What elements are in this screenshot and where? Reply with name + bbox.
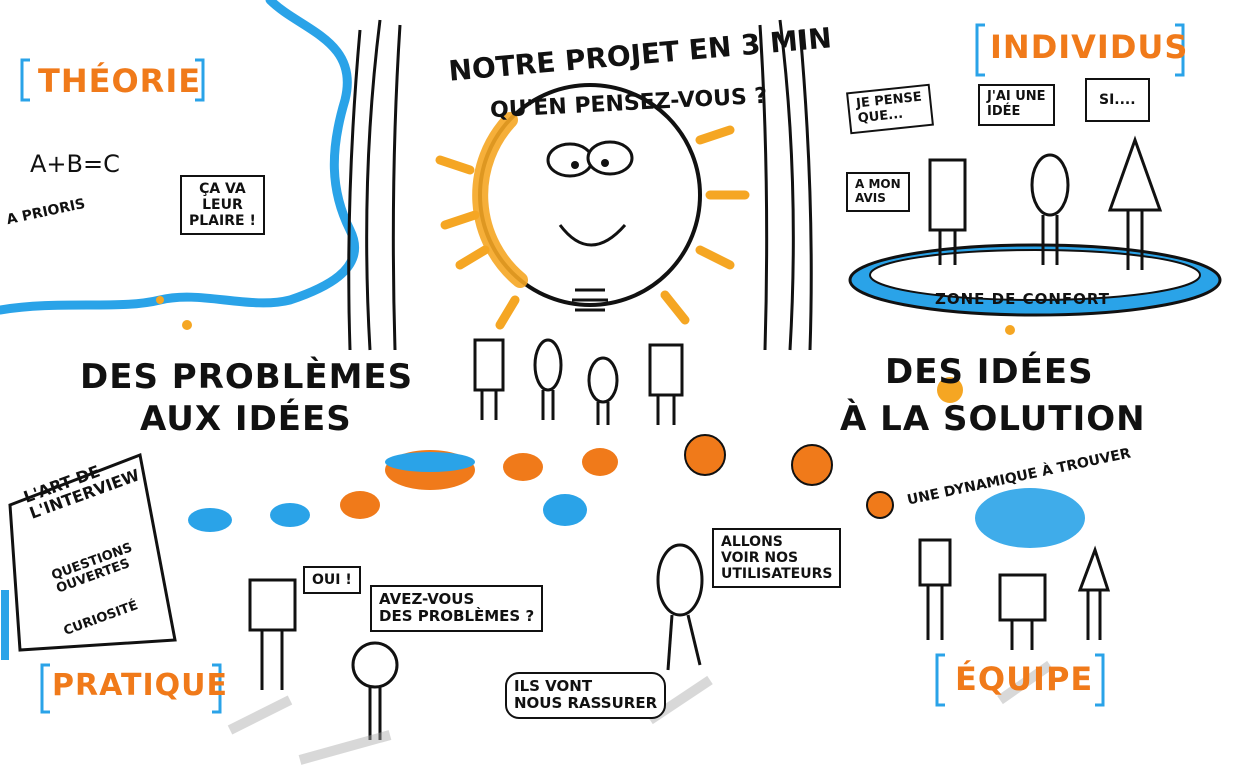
- bubble-avez-vous: AVEZ-VOUS DES PROBLÈMES ?: [370, 585, 544, 632]
- stage-curtains: [347, 19, 813, 351]
- section-equipe: ÉQUIPE: [955, 660, 1094, 698]
- heading-right-line1: DES IDÉES: [885, 352, 1094, 392]
- section-individus: INDIVIDUS: [990, 28, 1189, 66]
- interview-board: [8, 452, 177, 652]
- audience-characters: [473, 338, 684, 425]
- bubble-je-pense: JE PENSE QUE...: [846, 83, 934, 135]
- section-pratique: PRATIQUE: [52, 668, 228, 703]
- bubble-oui: OUI !: [303, 566, 361, 595]
- sun-rays: [435, 125, 750, 330]
- heading-left-line1: DES PROBLÈMES: [80, 357, 414, 397]
- bubble-ils-vont: ILS VONT NOUS RASSURER: [505, 672, 667, 719]
- bubble-si: SI....: [1085, 78, 1150, 123]
- heading-left-line2: AUX IDÉES: [140, 399, 352, 439]
- bubble-a-mon-avis: A MON AVIS: [846, 172, 910, 212]
- blue-river-left: [0, 0, 360, 315]
- comfort-zone-label: ZONE DE CONFORT: [935, 290, 1110, 308]
- theory-speech-bubble: ÇA VA LEUR PLAIRE !: [180, 175, 265, 236]
- idea-path: [188, 434, 1085, 548]
- bubble-allons-voir: ALLONS VOIR NOS UTILISATEURS: [712, 528, 842, 589]
- formula-text: A+B=C: [30, 150, 120, 178]
- bubble-jai-une-idee: J'AI UNE IDÉE: [978, 84, 1055, 126]
- section-theorie: THÉORIE: [38, 62, 202, 100]
- heading-right-line2: À LA SOLUTION: [840, 399, 1146, 439]
